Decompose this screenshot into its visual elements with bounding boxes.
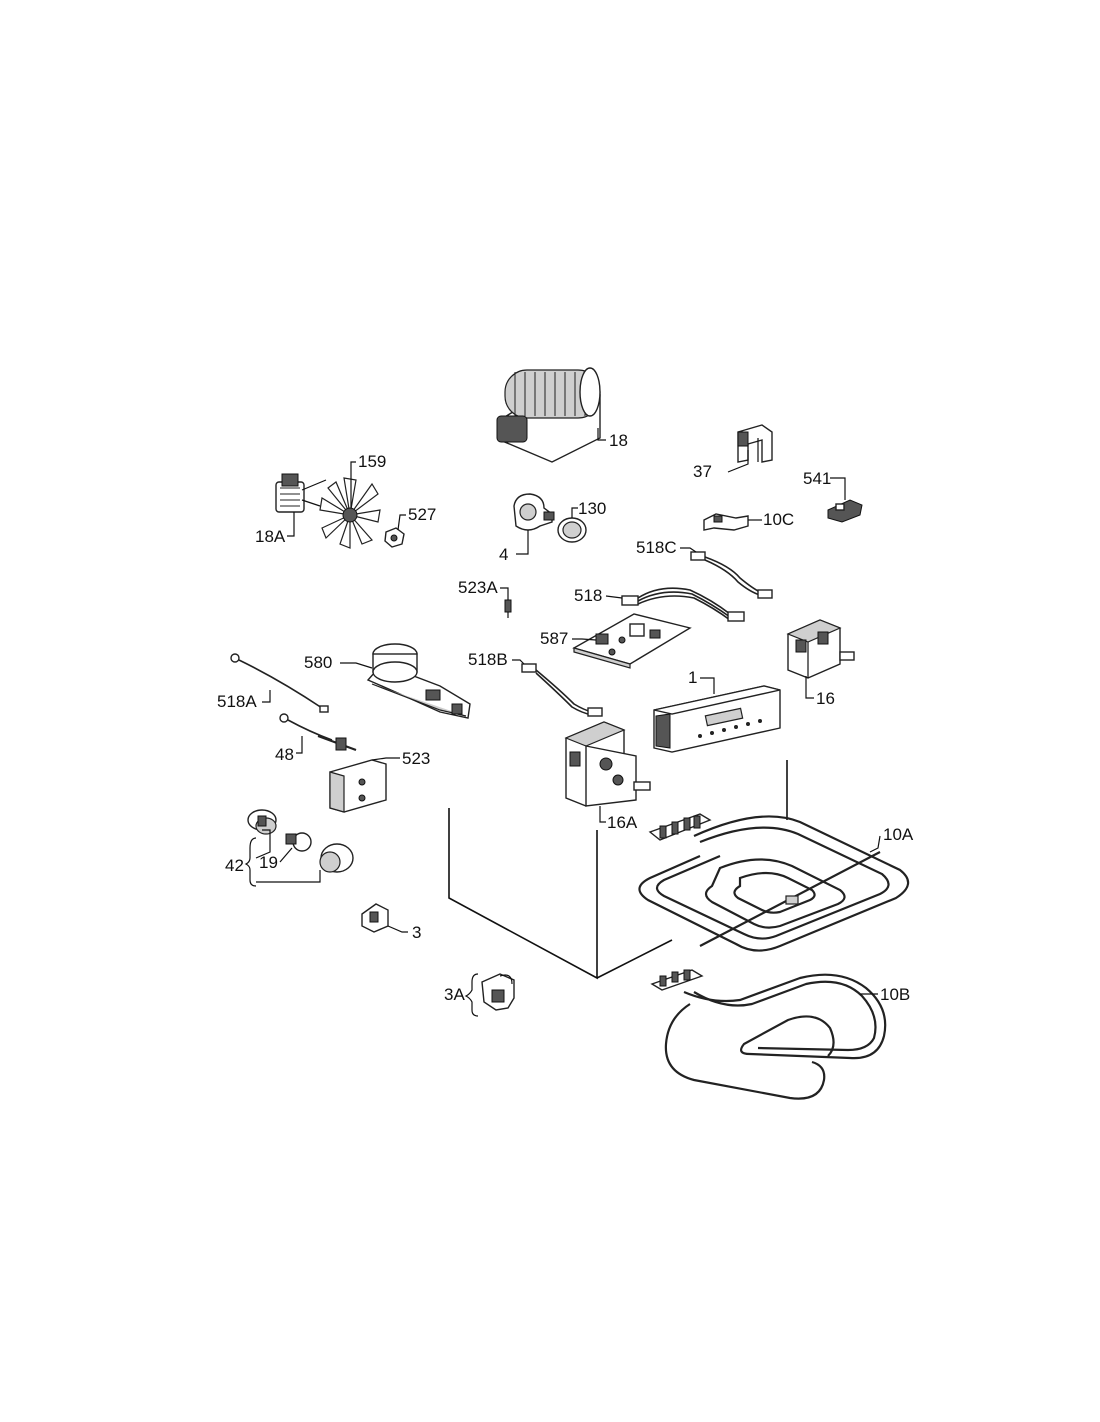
label-10B: 10B [880, 985, 910, 1004]
label-159: 159 [358, 452, 386, 471]
label-4: 4 [499, 545, 508, 564]
harness-518-part [621, 587, 745, 622]
label-587: 587 [540, 629, 568, 648]
nut-527-part [384, 527, 405, 548]
label-518: 518 [574, 586, 602, 605]
heating-element-10b-part [650, 969, 887, 1100]
timer-display-1-part [653, 685, 781, 753]
label-19: 19 [259, 853, 278, 872]
label-541: 541 [803, 469, 831, 488]
bushing-130-part [557, 517, 587, 543]
lamp-bulb-19-part [285, 832, 312, 852]
pcb-587-part [572, 613, 692, 669]
tangential-fan-part [496, 367, 601, 463]
label-3: 3 [412, 923, 421, 942]
label-580: 580 [304, 653, 332, 672]
label-42: 42 [225, 856, 244, 875]
label-18: 18 [609, 431, 628, 450]
label-16: 16 [816, 689, 835, 708]
thermostat-3-part [361, 903, 389, 933]
selector-switch-16-part [786, 619, 855, 679]
bracket-37-part [737, 424, 773, 463]
label-16A: 16A [607, 813, 638, 832]
label-10C: 10C [763, 510, 794, 529]
label-18A: 18A [255, 527, 286, 546]
sensor-48-part [279, 713, 357, 752]
clip-541-part [827, 499, 863, 523]
fan-motor-18a-part [275, 473, 327, 513]
label-518C: 518C [636, 538, 677, 557]
label-527: 527 [408, 505, 436, 524]
motor-assembly-580-part [366, 643, 471, 719]
harness-518c-part [690, 551, 773, 599]
bracket-523-part [329, 759, 387, 813]
label-130: 130 [578, 499, 606, 518]
screw-523a-part [504, 599, 512, 618]
heating-element-10a-part [638, 813, 910, 952]
selector-switch-16a-part [564, 721, 651, 807]
label-518B: 518B [468, 650, 508, 669]
label-10A: 10A [883, 825, 914, 844]
harness-518b-part [521, 663, 603, 717]
fan-blade-159-part [319, 477, 381, 549]
label-37: 37 [693, 462, 712, 481]
lamp-cover-part [319, 843, 354, 873]
motor-4-part [513, 493, 555, 531]
label-518A: 518A [217, 692, 257, 711]
bracket-10c-part [703, 513, 749, 531]
wire-518a-part [230, 653, 329, 713]
thermostat-3a-part [481, 973, 515, 1011]
label-48: 48 [275, 745, 294, 764]
label-1: 1 [688, 668, 697, 687]
label-523A: 523A [458, 578, 498, 597]
label-3A: 3A [444, 985, 465, 1004]
oven-cavity-outline [448, 760, 788, 980]
label-523: 523 [402, 749, 430, 768]
